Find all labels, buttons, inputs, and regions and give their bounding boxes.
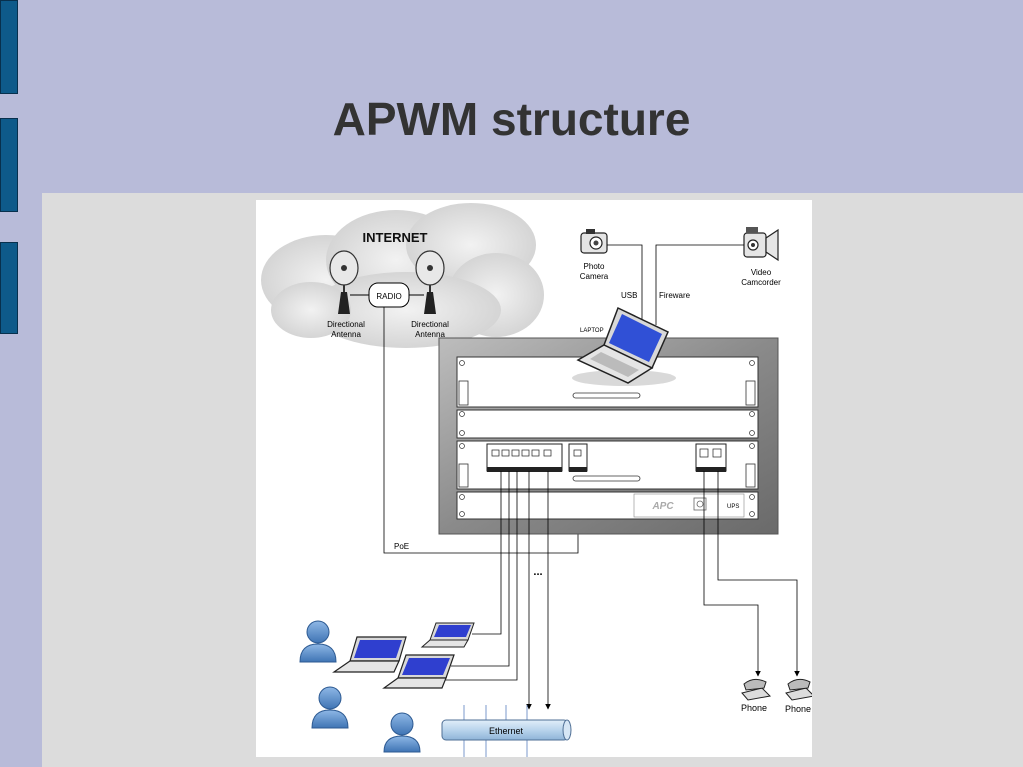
video-camcorder-label-1: Video (751, 268, 772, 277)
antenna-right-label-2: Antenna (415, 330, 445, 339)
ethernet-bus (441, 719, 572, 741)
side-tab-3 (0, 242, 18, 334)
client-laptop-3-icon (382, 654, 455, 689)
cable-to-laptop-3 (436, 471, 518, 681)
side-tab-2 (0, 118, 18, 212)
user-3-icon (383, 712, 421, 753)
phone-2-icon (785, 678, 812, 701)
user-2-icon (311, 686, 349, 729)
laptop-label: LAPTOP (580, 328, 604, 334)
directional-antenna-right-icon (415, 250, 445, 314)
internet-cloud (261, 203, 544, 348)
ups-unit (456, 491, 759, 520)
usb-label: USB (621, 291, 637, 300)
ethernet-label: Ethernet (489, 726, 524, 736)
phone-2-label: Phone (785, 704, 811, 714)
cable-to-phone-2 (717, 471, 800, 677)
poe-injector (568, 443, 588, 472)
firewire-cable (655, 244, 744, 325)
antenna-left-label-2: Antenna (331, 330, 361, 339)
video-camcorder-icon (743, 227, 779, 262)
client-laptop-2-icon (332, 636, 407, 673)
directional-antenna-left-icon (329, 250, 359, 314)
ellipsis-label: ... (533, 566, 542, 578)
cable-to-phone-1 (703, 471, 761, 677)
internet-label: INTERNET (363, 230, 428, 245)
usb-cable (607, 244, 643, 325)
photo-camera-label-1: Photo (584, 262, 605, 271)
network-diagram: INTERNET RADIO Directional Antenna Direc… (256, 200, 812, 757)
rack-unit-2 (456, 409, 759, 439)
voip-gateway (695, 443, 727, 472)
slide-title: APWM structure (332, 93, 691, 145)
client-laptop-1-icon (420, 622, 475, 648)
cable-to-laptop-1 (472, 471, 502, 635)
radio-label: RADIO (376, 292, 401, 301)
radio-box (368, 282, 410, 308)
firewire-label: Fireware (659, 291, 691, 300)
antenna-left-label-1: Directional (327, 320, 365, 329)
laptop-icon (572, 306, 676, 386)
apc-logo: APC (651, 501, 674, 512)
phone-1-icon (741, 678, 772, 701)
phone-1-label: Phone (741, 703, 767, 713)
poe-label: PoE (394, 542, 409, 551)
photo-camera-label-2: Camera (580, 272, 609, 281)
antenna-right-label-1: Directional (411, 320, 449, 329)
network-switch (486, 443, 563, 472)
side-tab-1 (0, 0, 18, 94)
video-camcorder-label-2: Camcorder (741, 278, 781, 287)
user-1-icon (299, 620, 337, 663)
ups-label: UPS (727, 504, 739, 510)
cable-to-laptop-2 (451, 471, 510, 667)
photo-camera-icon (580, 229, 608, 254)
